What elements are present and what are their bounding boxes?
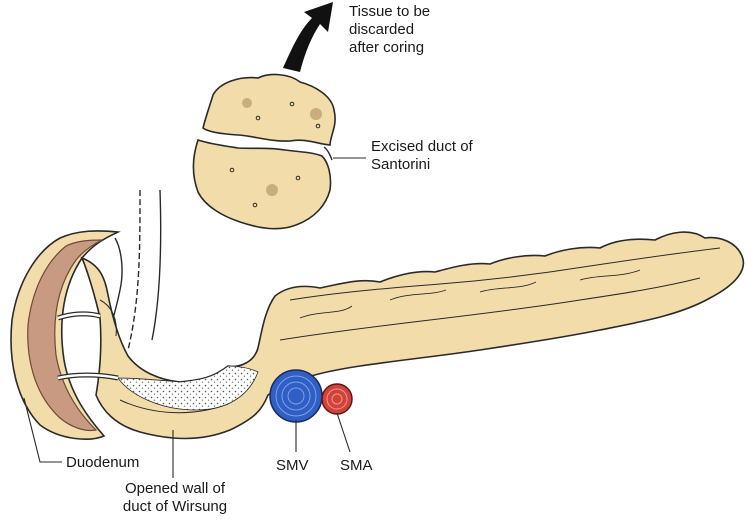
excised-tissue-lower <box>192 138 332 230</box>
excised-duct-line-1: Excised duct of <box>371 138 473 155</box>
opened-wall-line-1: Opened wall of <box>124 480 226 497</box>
duct-stems <box>57 311 119 381</box>
bile-duct <box>127 189 162 351</box>
sma-label: SMA <box>340 457 373 474</box>
smv-vessel <box>269 369 323 423</box>
duodenum-label: Duodenum <box>66 454 140 471</box>
sma-vessel <box>321 383 353 415</box>
opened-duct-wall <box>117 365 259 411</box>
tissue-discard-line-3: after coring <box>349 39 425 56</box>
excised-duct-label: Excised duct of Santorini <box>371 138 473 174</box>
discard-arrow-icon <box>283 2 333 72</box>
opened-wall-label: Opened wall of duct of Wirsung <box>105 480 245 516</box>
excised-duct-strand <box>323 146 333 161</box>
tissue-discard-line-2: discarded <box>349 21 415 38</box>
leader-lines <box>23 397 351 478</box>
opened-wall-line-2: duct of Wirsung <box>122 498 228 515</box>
excised-tissue-upper <box>202 73 336 146</box>
smv-label: SMV <box>276 457 309 474</box>
excised-duct-line-2: Santorini <box>371 156 431 173</box>
tissue-discard-label: Tissue to be discarded after coring <box>349 3 430 57</box>
tissue-discard-line-1: Tissue to be <box>349 3 431 20</box>
